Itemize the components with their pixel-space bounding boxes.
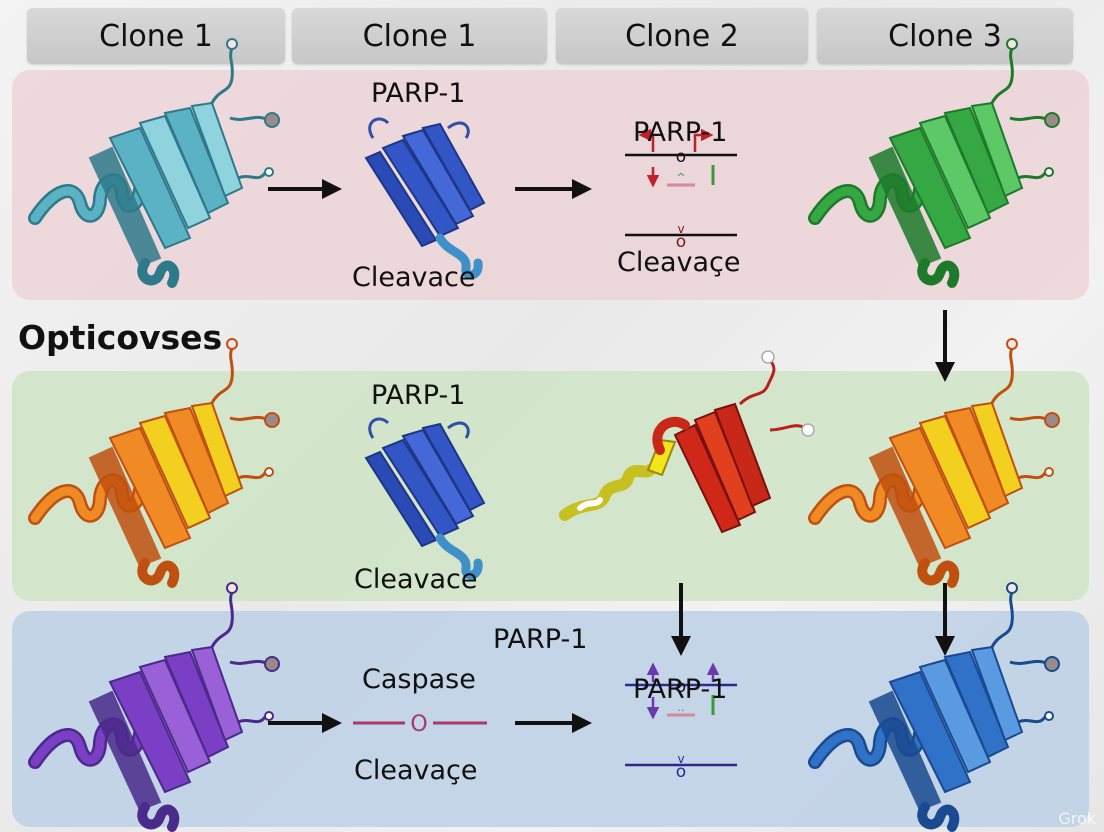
header-tab-label: Clone 1 (99, 18, 213, 54)
header-tab-label: Clone 2 (625, 18, 739, 54)
header-tab-clone-2: Clone 2 (556, 8, 808, 64)
protein-clone3-row1 (815, 39, 1059, 283)
header-tab-clone-3: Clone 3 (817, 8, 1073, 64)
watermark: Grok (1058, 809, 1096, 828)
row1-schematic-parp-label: PARP-1 (633, 117, 728, 148)
protein-clone1-row1 (35, 39, 279, 283)
row3-parp-upper-label: PARP-1 (493, 624, 588, 655)
protein-barrel-row2 (366, 419, 484, 575)
svg-text:O: O (410, 712, 427, 737)
header-tab-clone-1b: Clone 1 (292, 8, 547, 64)
header-tab-label: Clone 1 (362, 18, 477, 54)
row3-caspase-label: Caspase (362, 664, 476, 695)
row1-parp-label: PARP-1 (371, 78, 466, 109)
caspase-cleavage-site: O (353, 712, 487, 737)
cleavage-schematic-row1 (625, 135, 737, 252)
protein-clone3-row2 (815, 339, 1059, 583)
row3-cleavage-label: Cleavaçe (354, 755, 478, 786)
row2-cleavage-label: Cleavace (354, 564, 478, 595)
protein-clone1-row3 (35, 583, 279, 827)
protein-clone2-row2 (559, 350, 815, 534)
protein-clone1-row2 (35, 339, 279, 583)
row3-schematic-parp-label: PARP-1 (633, 674, 728, 705)
row1-cleavage-label: Cleavace (352, 262, 476, 293)
row1-schematic-cleavage-label: Cleavaçe (617, 247, 741, 278)
row2-parp-label: PARP-1 (371, 380, 466, 411)
header-tab-clone-1a: Clone 1 (27, 8, 285, 64)
side-label: Opticovses (18, 318, 223, 357)
protein-clone3-row3 (815, 583, 1059, 827)
header-tab-label: Clone 3 (888, 18, 1002, 54)
protein-barrel-row1 (366, 119, 484, 275)
